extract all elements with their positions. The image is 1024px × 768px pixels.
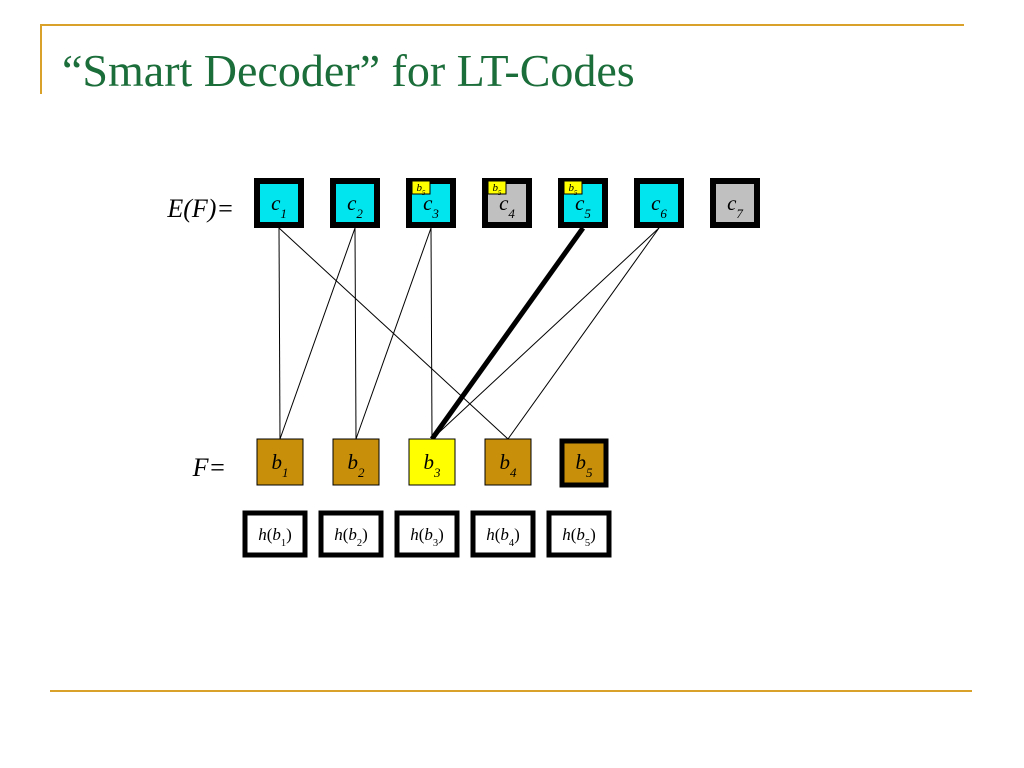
hash-node-box [394,510,460,558]
encoded-node-box [254,178,304,228]
hash-node-box [546,510,612,558]
encoded-node-box [406,178,456,228]
hash-node-hb1: h(b1) [242,510,308,558]
hash-node-label: h(b2) [334,525,368,549]
hash-node-hb4: h(b4) [470,510,536,558]
source-node-label: b1 [271,450,288,480]
encoded-node-label: c2 [347,191,363,221]
source-row: b1 b2 b3 b4 b5 [256,438,609,488]
edge-c2-b2 [354,227,357,440]
source-node-label: b2 [347,450,365,480]
hash-node-box [242,510,308,558]
encoded-node-box [482,178,532,228]
source-node-b3: b3 [408,438,456,486]
encoded-node-label: c4 [499,191,515,221]
encoded-node-label: c6 [651,191,667,221]
source-node-label: b3 [423,450,441,480]
hash-node-hb2: h(b2) [318,510,384,558]
encoded-node-label: c5 [575,191,591,221]
source-node-label: b4 [499,450,517,480]
encoded-node-c2: c2 [330,178,380,228]
edges-layer [278,226,660,441]
encoded-row-label: E(F)= [166,194,234,223]
encoded-node-box [634,178,684,228]
hash-node-label: h(b3) [410,525,444,549]
edge-c5-b3-emphasized [429,226,586,441]
frame-left-rule [40,24,42,94]
slide-title: “Smart Decoder” for LT-Codes [62,45,635,96]
frame-bottom-rule [50,690,972,692]
source-node-b4: b4 [484,438,532,486]
edge-c3-b3 [430,227,433,440]
source-row-label: F= [192,453,226,482]
encoded-node-label: c3 [423,191,439,221]
source-node-box [408,438,456,486]
edge-c2-b1 [279,227,356,440]
badge-label: b5 [569,182,579,197]
frame-top-rule [40,24,964,26]
encoded-node-box [710,178,760,228]
source-node-b1: b1 [256,438,304,486]
source-node-box [332,438,380,486]
badge-box [563,180,583,195]
hash-node-label: h(b4) [486,525,520,549]
encoded-node-label: c7 [727,191,743,221]
badge-box [487,180,507,195]
hash-node-label: h(b5) [562,525,596,549]
badge-label: b5 [417,182,427,197]
edge-c1-b1 [278,227,281,440]
badge-box [411,180,431,195]
source-node-label: b5 [575,450,593,480]
encoded-node-box [330,178,380,228]
badge-label: b5 [493,182,503,197]
source-node-b2: b2 [332,438,380,486]
hash-node-box [470,510,536,558]
encoded-node-c1: c1 [254,178,304,228]
hash-node-hb3: h(b3) [394,510,460,558]
encoded-node-label: c1 [271,191,287,221]
hash-node-label: h(b1) [258,525,292,549]
hash-row: h(b1) h(b2) h(b3) h(b4) h(b5) [242,510,612,558]
edge-c6-b3 [431,227,660,440]
edge-c6-b4 [507,227,660,440]
hash-node-hb5: h(b5) [546,510,612,558]
source-node-box [559,438,609,488]
edge-c3-b2 [355,227,432,440]
badge-b5: b5 [487,180,507,197]
source-node-box [484,438,532,486]
encoded-node-c6: c6 [634,178,684,228]
encoded-node-c7: c7 [710,178,760,228]
source-node-box [256,438,304,486]
hash-node-box [318,510,384,558]
badge-b5: b5 [563,180,583,197]
badge-b5: b5 [411,180,431,197]
source-node-b5: b5 [559,438,609,488]
